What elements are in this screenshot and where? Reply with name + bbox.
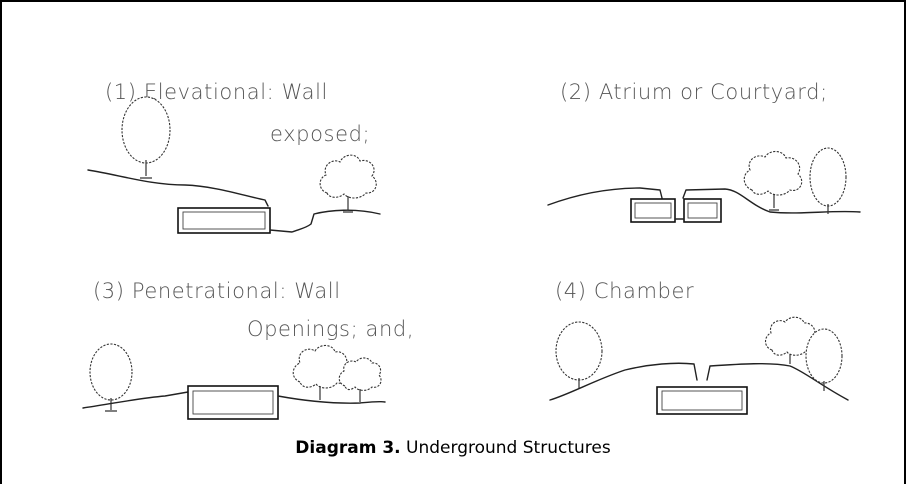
ground-line bbox=[269, 209, 381, 233]
tree-icon bbox=[805, 328, 843, 391]
underground-structure bbox=[630, 198, 722, 223]
ground-line bbox=[277, 395, 386, 404]
figure-caption: Diagram 3. Underground Structures bbox=[0, 438, 906, 458]
panel-chamber: (4) Chamber bbox=[549, 279, 849, 415]
tree-icon bbox=[743, 150, 803, 211]
panel-1-label-line2: exposed; bbox=[270, 122, 370, 146]
tree-icon bbox=[292, 344, 349, 400]
ground-line bbox=[547, 187, 663, 206]
tree-icon bbox=[89, 343, 133, 412]
caption-label: Diagram 3. bbox=[295, 438, 401, 458]
panel-atrium: (2) Atrium or Courtyard; bbox=[547, 80, 861, 223]
tree-icon bbox=[338, 357, 382, 402]
tree-icon bbox=[319, 154, 377, 213]
tree-icon bbox=[555, 321, 603, 388]
ground-line bbox=[706, 362, 849, 401]
underground-structure bbox=[656, 386, 748, 415]
panel-elevational: (1) Elevational: Wall exposed; bbox=[87, 80, 381, 234]
ground-line bbox=[549, 362, 698, 401]
panel-3-label-line2: Openings; and, bbox=[247, 317, 414, 341]
underground-structure bbox=[187, 385, 279, 420]
tree-icon bbox=[764, 316, 817, 364]
underground-structure bbox=[177, 207, 271, 234]
caption-text: Underground Structures bbox=[400, 438, 611, 458]
ground-line bbox=[682, 188, 861, 214]
tree-icon bbox=[121, 96, 171, 179]
panel-2-label-line1: (2) Atrium or Courtyard; bbox=[560, 80, 828, 104]
tree-icon bbox=[809, 147, 847, 214]
panel-penetrational: (3) Penetrational: Wall Openings; and, bbox=[82, 279, 414, 420]
panel-4-label-line1: (4) Chamber bbox=[555, 279, 694, 303]
ground-line bbox=[82, 391, 189, 409]
panel-3-label-line1: (3) Penetrational: Wall bbox=[93, 279, 341, 303]
ground-line bbox=[87, 169, 269, 207]
